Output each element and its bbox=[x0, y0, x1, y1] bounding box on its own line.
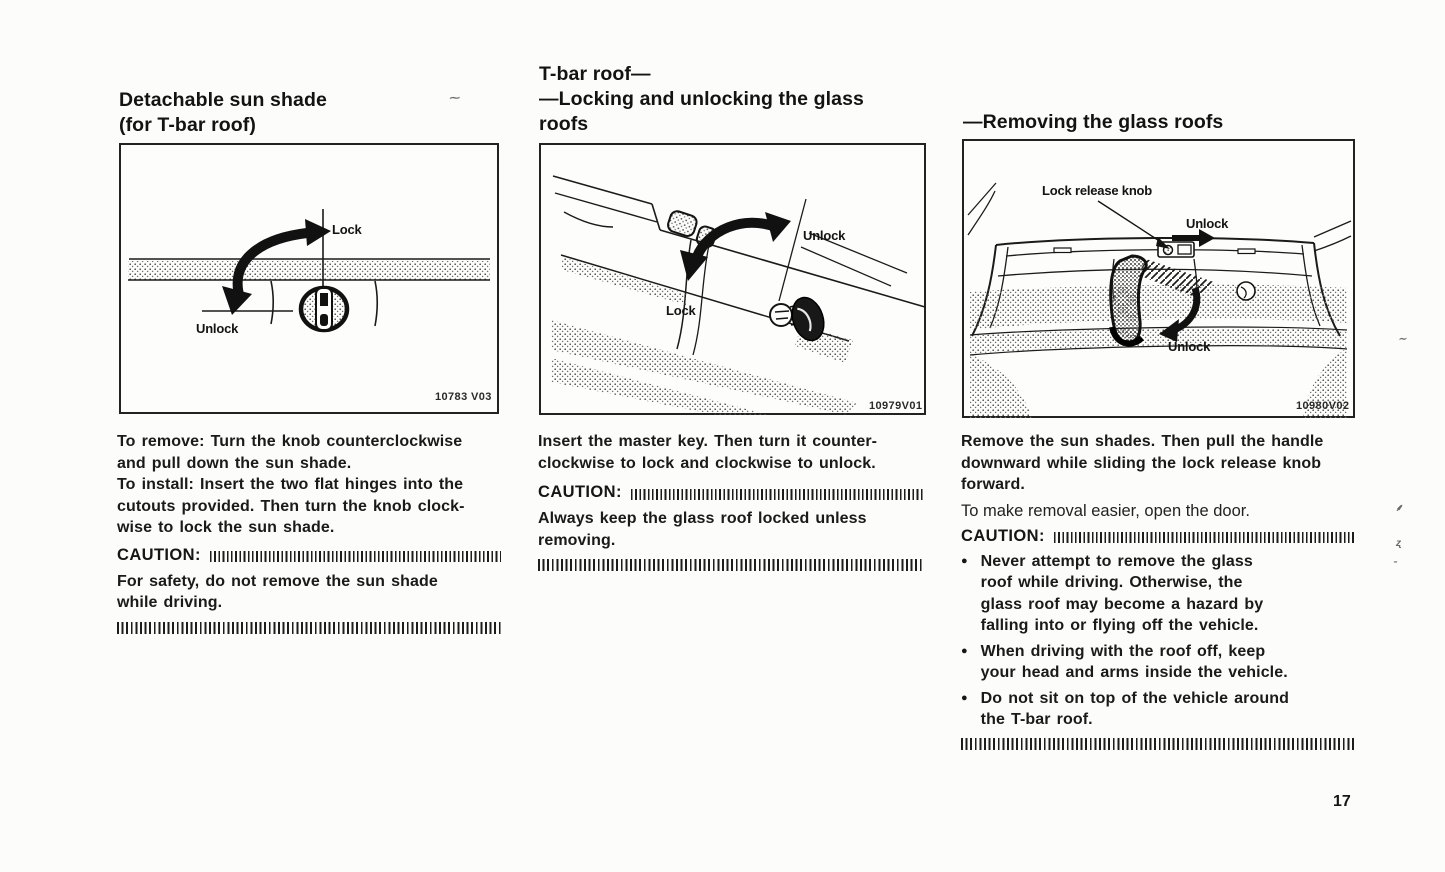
label-lock: Lock bbox=[332, 222, 363, 237]
knob-pointer-arrow bbox=[1097, 200, 1170, 249]
caution-bullet-list: ● Never attempt to remove the glass roof… bbox=[961, 551, 1355, 731]
list-item: ● When driving with the roof off, keep y… bbox=[961, 641, 1355, 684]
lock-unlock-arrow bbox=[222, 219, 331, 315]
caution-end-bars bbox=[961, 737, 1355, 750]
caution-heading: CAUTION: bbox=[538, 483, 924, 502]
caution-label: CAUTION: bbox=[117, 545, 201, 564]
label-unlock: Unlock bbox=[803, 228, 846, 243]
scan-artifact bbox=[1396, 538, 1401, 549]
caution-text: For safety, do not remove the sun shade … bbox=[117, 572, 438, 612]
caution-label: CAUTION: bbox=[538, 483, 622, 501]
sun-shade-instructions: To remove: Turn the knob counterclockwis… bbox=[117, 433, 465, 536]
trim-band-lower bbox=[970, 328, 1347, 354]
figure-code: 10980V02 bbox=[1296, 400, 1349, 412]
list-item: ● Do not sit on top of the vehicle aroun… bbox=[961, 688, 1355, 731]
caution-label: CAUTION: bbox=[961, 526, 1045, 545]
pillar-wedge-left bbox=[970, 354, 1032, 418]
right-column-text: Remove the sun shades. Then pull the han… bbox=[961, 431, 1355, 750]
heading-detachable-sun-shade: Detachable sun shade (for T-bar roof) bbox=[119, 89, 327, 136]
figure-roof-removal: Lock release knob Unlock Unlock 10980V02 bbox=[962, 139, 1355, 418]
heading-locking-unlocking: T-bar roof— —Locking and unlocking the g… bbox=[539, 63, 864, 135]
label-lock-release-knob: Lock release knob bbox=[1042, 183, 1152, 198]
scan-artifact bbox=[1395, 500, 1403, 514]
left-column-text: To remove: Turn the knob counterclockwis… bbox=[117, 431, 501, 634]
bullet-icon: ● bbox=[961, 644, 968, 657]
figure-code: 10783 V03 bbox=[435, 391, 492, 403]
label-lock: Lock bbox=[666, 303, 697, 318]
middle-column-text: Insert the master key. Then turn it coun… bbox=[538, 431, 924, 571]
roof-handle bbox=[1109, 254, 1148, 347]
bullet-text: Do not sit on top of the vehicle around … bbox=[980, 689, 1289, 729]
scan-artifact bbox=[449, 93, 459, 104]
removal-tip: To make removal easier, open the door. bbox=[961, 501, 1250, 520]
weatherstrip-lower bbox=[551, 358, 769, 415]
roof-slot-right bbox=[1237, 248, 1256, 255]
list-item: ● Never attempt to remove the glass roof… bbox=[961, 551, 1355, 637]
figure-sun-shade-knob: Lock Unlock 10783 V03 bbox=[119, 143, 499, 414]
caution-bars bbox=[1053, 532, 1355, 543]
figure-glass-roof-lock: Lock Unlock 10979V01 bbox=[539, 143, 926, 415]
label-unlock: Unlock bbox=[196, 321, 239, 336]
hinge-cutout-right bbox=[374, 280, 379, 327]
scan-artifact bbox=[1394, 556, 1397, 567]
bullet-text: When driving with the roof off, keep you… bbox=[980, 642, 1288, 682]
slide-forward-arrow bbox=[1172, 229, 1215, 247]
pillar-wedge-right bbox=[1303, 348, 1347, 418]
roof-removal-instructions: Remove the sun shades. Then pull the han… bbox=[961, 433, 1324, 493]
scan-artifact bbox=[1398, 334, 1406, 345]
caution-bars bbox=[209, 551, 501, 562]
sun-shade-band bbox=[128, 261, 490, 280]
latch-receptacle bbox=[1236, 281, 1256, 301]
master-key-knob bbox=[769, 296, 825, 342]
bullet-text: Never attempt to remove the glass roof w… bbox=[980, 552, 1264, 635]
pointer-line bbox=[778, 198, 807, 302]
hinge-cutout-left bbox=[270, 280, 275, 325]
caution-heading: CAUTION: bbox=[961, 527, 1355, 546]
master-key-instructions: Insert the master key. Then turn it coun… bbox=[538, 433, 878, 472]
label-unlock-top: Unlock bbox=[1186, 216, 1229, 231]
roof-slot-left bbox=[1053, 247, 1072, 254]
lock-unlock-arrow bbox=[680, 212, 791, 281]
weatherstrip-upper bbox=[562, 257, 686, 305]
page-number: 17 bbox=[1333, 793, 1351, 810]
bullet-icon: ● bbox=[961, 691, 968, 704]
figure-code: 10979V01 bbox=[869, 400, 922, 412]
caution-end-bars bbox=[117, 621, 501, 634]
shade-knob bbox=[298, 285, 350, 333]
label-unlock-bottom: Unlock bbox=[1168, 339, 1211, 354]
weatherstrip-band bbox=[551, 320, 857, 415]
caution-text: Always keep the glass roof locked unless… bbox=[538, 510, 867, 549]
caution-heading: CAUTION: bbox=[117, 546, 501, 565]
caution-bars bbox=[630, 488, 924, 500]
pull-down-arrow bbox=[1159, 286, 1201, 342]
bullet-icon: ● bbox=[961, 554, 968, 567]
caution-end-bars bbox=[538, 559, 924, 571]
heading-removing-glass-roofs: —Removing the glass roofs bbox=[963, 111, 1224, 133]
